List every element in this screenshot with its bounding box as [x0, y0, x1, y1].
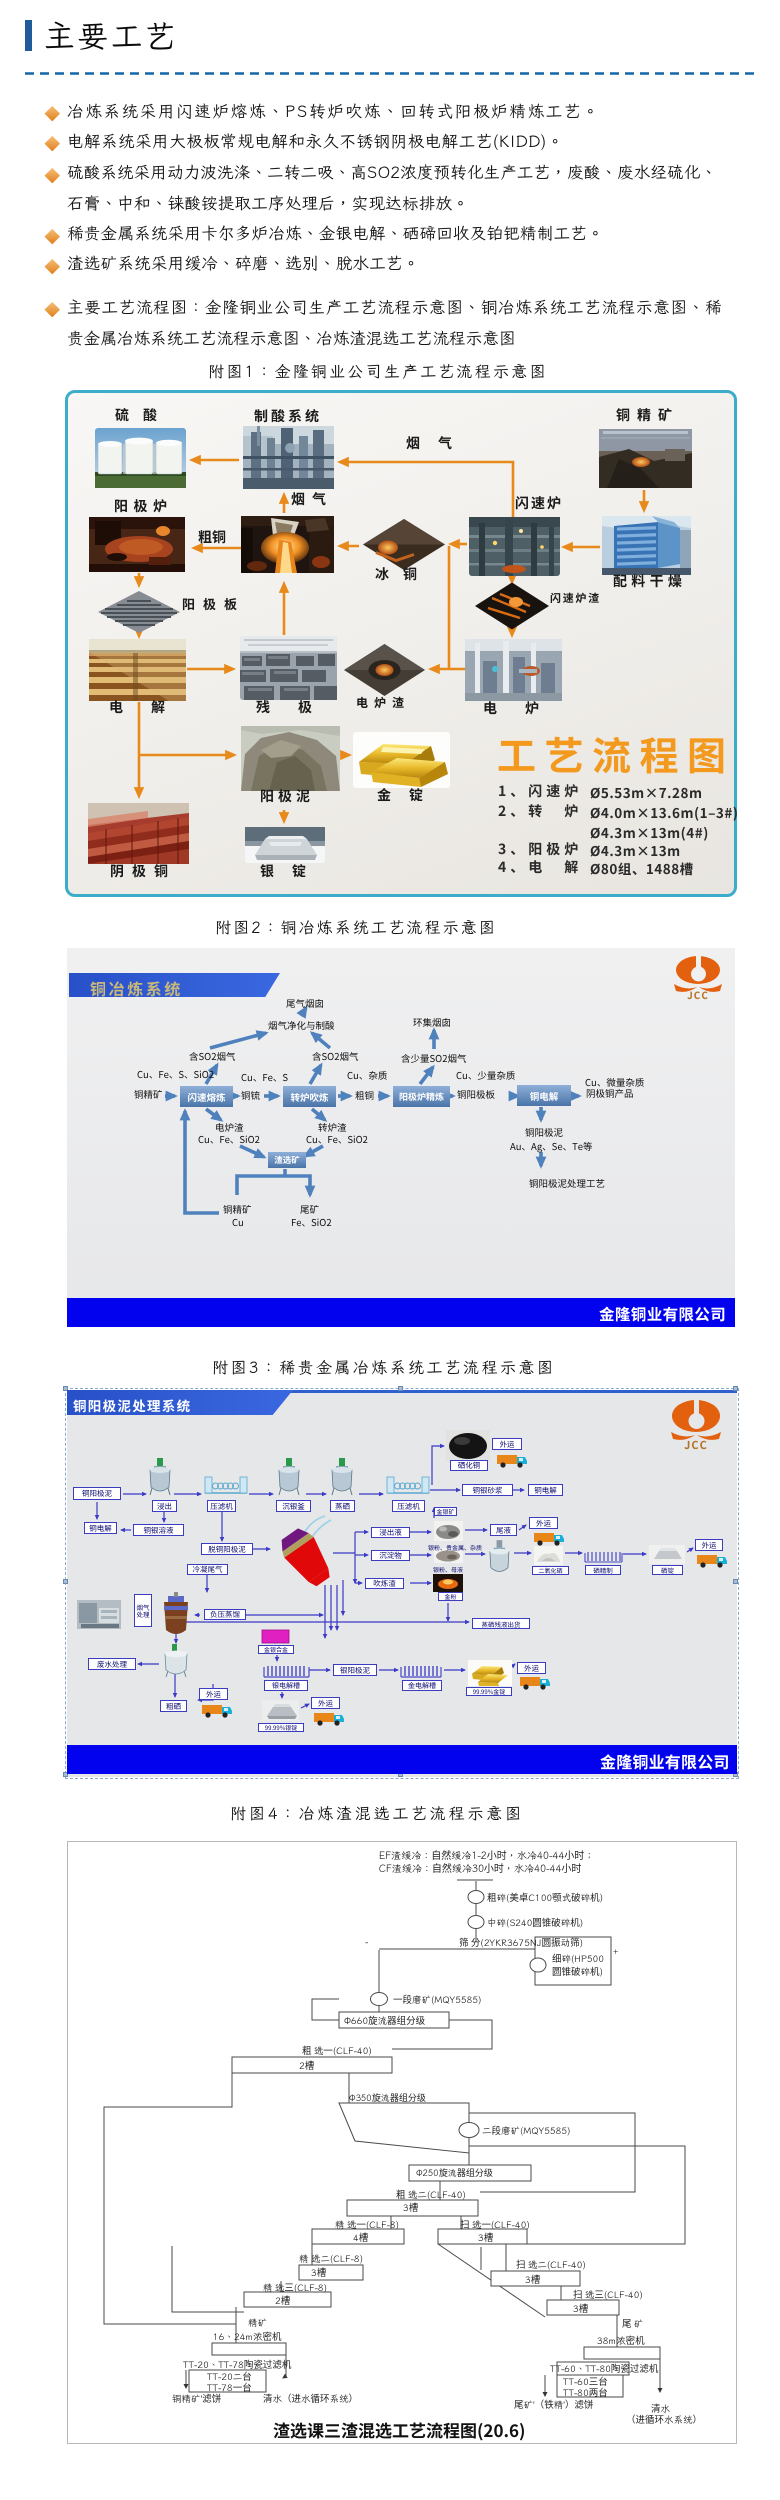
- svg-text:铜精矿'滤饼: 铜精矿'滤饼: [172, 2392, 222, 2405]
- svg-text:细碎(HP500: 细碎(HP500: [552, 1952, 604, 1965]
- svg-text:TT-78一台: TT-78一台: [206, 2381, 252, 2394]
- svg-text:38m浓密机: 38m浓密机: [597, 2334, 645, 2347]
- svg-text:TT-20二台: TT-20二台: [206, 2370, 252, 2383]
- svg-text:精 选二(CLF-8): 精 选二(CLF-8): [299, 2252, 363, 2265]
- svg-text:二段磨矿(MQY5585): 二段磨矿(MQY5585): [482, 2124, 570, 2137]
- svg-text:精 选一(CLF-8): 精 选一(CLF-8): [335, 2218, 399, 2231]
- svg-text:一段磨矿(MQY5585): 一段磨矿(MQY5585): [393, 1993, 481, 2006]
- svg-text:粗碎(美卓C100颚式破碎机): 粗碎(美卓C100颚式破碎机): [487, 1891, 603, 1904]
- svg-text:TT-20、TT-78陶瓷过滤机: TT-20、TT-78陶瓷过滤机: [182, 2358, 292, 2371]
- svg-text:16、24m浓密机: 16、24m浓密机: [213, 2330, 282, 2343]
- svg-text:Φ350旋流器组分级: Φ350旋流器组分级: [349, 2092, 426, 2104]
- svg-text:（进循环水系统）: （进循环水系统）: [626, 2413, 702, 2426]
- svg-text:3槽: 3槽: [403, 2201, 419, 2214]
- svg-text:TT-60三台: TT-60三台: [562, 2375, 608, 2388]
- svg-text:TT-60、TT-80陶瓷过滤机: TT-60、TT-80陶瓷过滤机: [549, 2362, 659, 2375]
- svg-text:清水: 清水: [651, 2402, 671, 2415]
- svg-text:粗 选二(CLF-40): 粗 选二(CLF-40): [396, 2188, 466, 2201]
- svg-text:3槽: 3槽: [573, 2302, 589, 2315]
- svg-text:JCC: JCC: [687, 987, 709, 1002]
- svg-text:Φ660旋流器组分级: Φ660旋流器组分级: [344, 2014, 426, 2027]
- svg-text:扫 选二(CLF-40): 扫 选二(CLF-40): [516, 2258, 586, 2271]
- svg-text:筛 分(2YKR3675NJ圆振动筛): 筛 分(2YKR3675NJ圆振动筛): [459, 1936, 583, 1949]
- svg-text:粗 选一(CLF-40): 粗 选一(CLF-40): [302, 2044, 372, 2057]
- svg-text:扫 选三(CLF-40): 扫 选三(CLF-40): [573, 2288, 643, 2301]
- svg-text:圆锥破碎机): 圆锥破碎机): [552, 1965, 603, 1978]
- svg-text:JCC: JCC: [684, 1437, 708, 1452]
- svg-text:精 选三(CLF-8): 精 选三(CLF-8): [263, 2281, 327, 2294]
- svg-text:TT-80两台: TT-80两台: [562, 2386, 608, 2399]
- svg-text:清水（进水循环系统）: 清水（进水循环系统）: [263, 2392, 358, 2405]
- svg-text:3槽: 3槽: [525, 2273, 541, 2286]
- svg-text:2槽: 2槽: [275, 2294, 291, 2307]
- svg-text:EF渣缓冷：自然缓冷1-2小时，水冷40-44小时；: EF渣缓冷：自然缓冷1-2小时，水冷40-44小时；: [379, 1849, 594, 1862]
- svg-text:中碎(S240圆锥破碎机): 中碎(S240圆锥破碎机): [487, 1916, 583, 1929]
- svg-text:2槽: 2槽: [299, 2059, 315, 2072]
- svg-text:扫 选一(CLF-40): 扫 选一(CLF-40): [460, 2218, 530, 2231]
- svg-text:+: +: [613, 1945, 618, 1958]
- svg-text:尾 矿: 尾 矿: [622, 2317, 643, 2330]
- svg-text:精矿: 精矿: [248, 2316, 267, 2329]
- svg-text:CF渣缓冷：自然缓冷30小时，水冷40-44小时: CF渣缓冷：自然缓冷30小时，水冷40-44小时: [379, 1862, 581, 1875]
- svg-text:3槽: 3槽: [311, 2266, 327, 2279]
- svg-text:-: -: [365, 1935, 369, 1948]
- svg-text:4槽: 4槽: [353, 2231, 369, 2244]
- svg-text:Φ250旋流器组分级: Φ250旋流器组分级: [416, 2167, 493, 2179]
- svg-text:3槽: 3槽: [478, 2231, 494, 2244]
- svg-text:尾矿'（铁精'）滤饼: 尾矿'（铁精'）滤饼: [514, 2398, 594, 2411]
